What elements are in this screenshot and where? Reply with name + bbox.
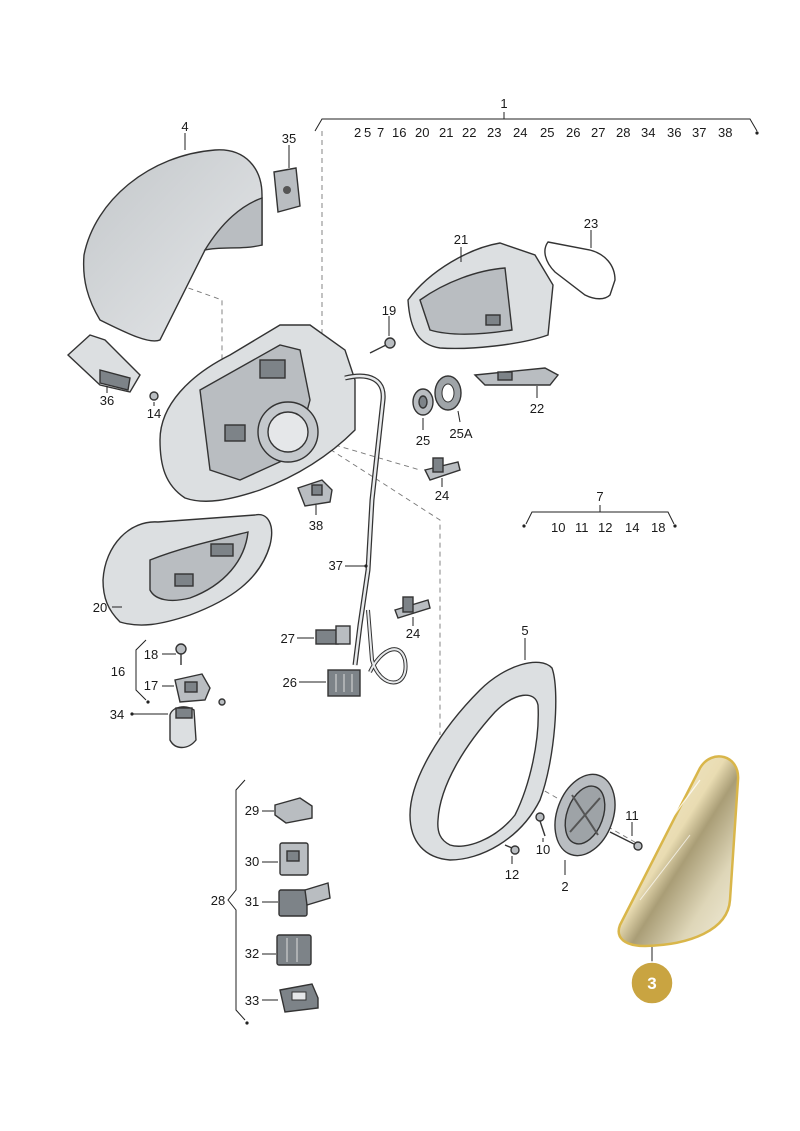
mirror-glass-part-3[interactable] [617,755,740,948]
lower-cover-part-20 [102,513,273,626]
bracket-part-36 [66,334,141,393]
screw-part-11 [609,831,643,851]
screw-part-10 [535,812,546,837]
screw-part-12 [504,844,520,855]
label-2: 2 [561,879,568,894]
label-21: 21 [454,232,468,247]
label-14: 14 [147,406,161,421]
label-3: 3 [647,974,656,993]
label-20: 20 [93,600,107,615]
label-12: 12 [505,867,519,882]
clip-part-24-lower [394,596,431,619]
mirror-base-assembly [159,324,356,502]
group-1-header: 1 2 5 7 16 20 21 22 23 24 25 26 27 28 34… [314,96,759,140]
connector-part-27 [315,625,351,645]
label-33: 33 [245,993,259,1008]
label-36: 36 [100,393,114,408]
label-28: 28 [211,893,225,908]
label-24-upper: 24 [435,488,449,503]
group-1-label: 1 [500,96,507,111]
label-11: 11 [625,808,639,823]
connector-part-32 [276,934,312,966]
label-18: 18 [144,647,158,662]
label-19: 19 [382,303,396,318]
gasket-part-23 [544,241,616,300]
label-32: 32 [245,946,259,961]
clip-part-35 [273,167,301,213]
part-3-badge[interactable]: 3 [630,961,674,1005]
frame-part-5 [409,661,557,861]
label-17: 17 [144,678,158,693]
sensor-part-17 [174,673,226,706]
label-23: 23 [584,216,598,231]
label-35: 35 [282,131,296,146]
group-1-members: 2 5 7 16 20 21 22 23 24 25 26 27 28 34 3… [354,125,732,140]
group-28-bracket [227,779,249,1025]
label-27: 27 [281,631,295,646]
label-30: 30 [245,854,259,869]
label-25: 25 [416,433,430,448]
label-22: 22 [530,401,544,416]
trim-part-22 [473,367,560,386]
connector-part-33 [279,983,319,1013]
mirror-housing-part-21 [407,242,554,350]
label-16: 16 [111,664,125,679]
label-10: 10 [536,842,550,857]
label-4: 4 [181,119,188,134]
clip-part-24-upper [423,457,461,481]
label-26: 26 [283,675,297,690]
label-24-lower: 24 [406,626,420,641]
motor-plate-part-2 [554,773,616,857]
group-16-bracket [135,639,150,704]
screw-part-18 [175,643,187,665]
seal-part-25a [434,375,462,411]
mirror-cap-part-4 [82,149,263,342]
label-34: 34 [110,707,124,722]
screw-part-14 [149,391,159,401]
label-38: 38 [309,518,323,533]
label-29: 29 [245,803,259,818]
group-7-members: 10 11 12 14 18 [551,520,665,535]
motor-part-38 [297,479,333,507]
group-7-label: 7 [596,489,603,504]
screw-part-19 [369,337,396,354]
connector-part-26 [327,669,361,697]
label-31: 31 [245,894,259,909]
connector-part-29 [274,797,313,824]
connector-part-31 [278,882,331,917]
label-5: 5 [521,623,528,638]
label-25a: 25A [449,426,472,441]
cable-part-37 [344,373,408,685]
lamp-part-34 [169,706,197,749]
connector-part-30 [279,842,309,876]
grommet-part-25 [412,388,434,416]
group-7-header: 7 10 11 12 14 18 [522,489,677,535]
label-37: 37 [329,558,343,573]
